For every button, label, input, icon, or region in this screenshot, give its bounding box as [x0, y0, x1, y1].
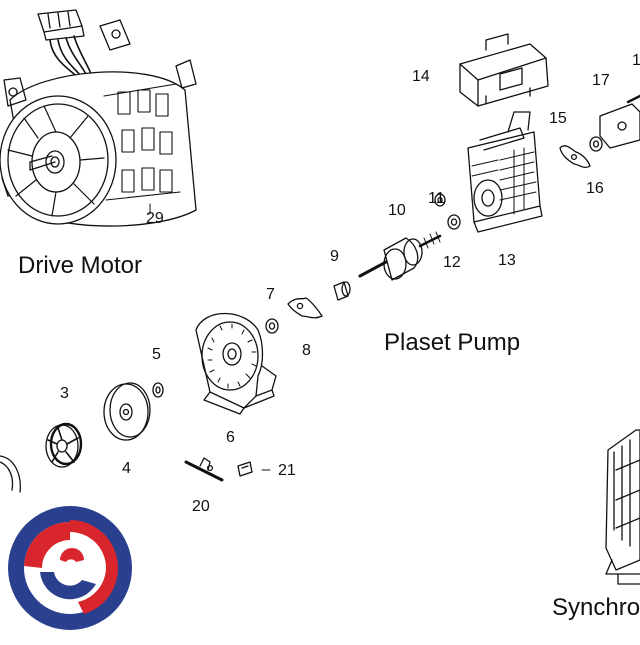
part-number-7: 7: [266, 286, 275, 303]
part-number-6: 6: [226, 429, 235, 446]
part-3-drawing: [45, 422, 83, 468]
part-number-14: 14: [412, 68, 430, 85]
part-10-drawing: [358, 231, 442, 281]
drive-motor-drawing: [0, 9, 197, 227]
part-9-drawing: [333, 281, 351, 301]
part-number-21: 21: [278, 462, 296, 479]
part-11-drawing: [434, 193, 446, 207]
part-number-20: 20: [192, 498, 210, 515]
part-number-16: 16: [586, 180, 604, 197]
synchro-caption: Synchro: [552, 594, 640, 621]
part-7-drawing: [265, 318, 279, 334]
part-number-11: 11: [428, 190, 445, 207]
part-15-drawing: [559, 145, 591, 169]
part-number-13: 13: [498, 252, 516, 269]
part-13-drawing: [467, 111, 543, 233]
part-6-drawing: [195, 312, 277, 415]
part-number-1: 1: [632, 52, 640, 69]
part-12-drawing: [447, 214, 461, 230]
part-21-drawing: [237, 461, 271, 477]
part-14-drawing: [459, 33, 549, 107]
part-16-drawing: [589, 136, 603, 152]
company-logo: [0, 506, 132, 640]
part-number-17: 17: [592, 72, 610, 89]
part-4-drawing: [103, 382, 151, 441]
plaset-pump-caption: Plaset Pump: [384, 329, 521, 356]
part-number-12: 12: [443, 254, 461, 271]
part-5-drawing: [152, 382, 164, 398]
part-number-29: 29: [146, 210, 164, 227]
part-number-10: 10: [388, 202, 406, 219]
part-number-3: 3: [60, 385, 69, 402]
part-number-5: 5: [152, 346, 161, 363]
part-number-8: 8: [302, 342, 311, 359]
part-20-drawing: [184, 457, 224, 482]
part-8-drawing: [287, 297, 323, 319]
part-number-15: 15: [549, 110, 567, 127]
drive-motor-caption: Drive Motor: [18, 252, 143, 279]
part-number-4: 4: [122, 460, 131, 477]
partial-ring-drawing: [0, 455, 21, 493]
synchro-motor-drawing: [605, 429, 640, 585]
part-number-9: 9: [330, 248, 339, 265]
part-17-drawing: [599, 94, 640, 149]
